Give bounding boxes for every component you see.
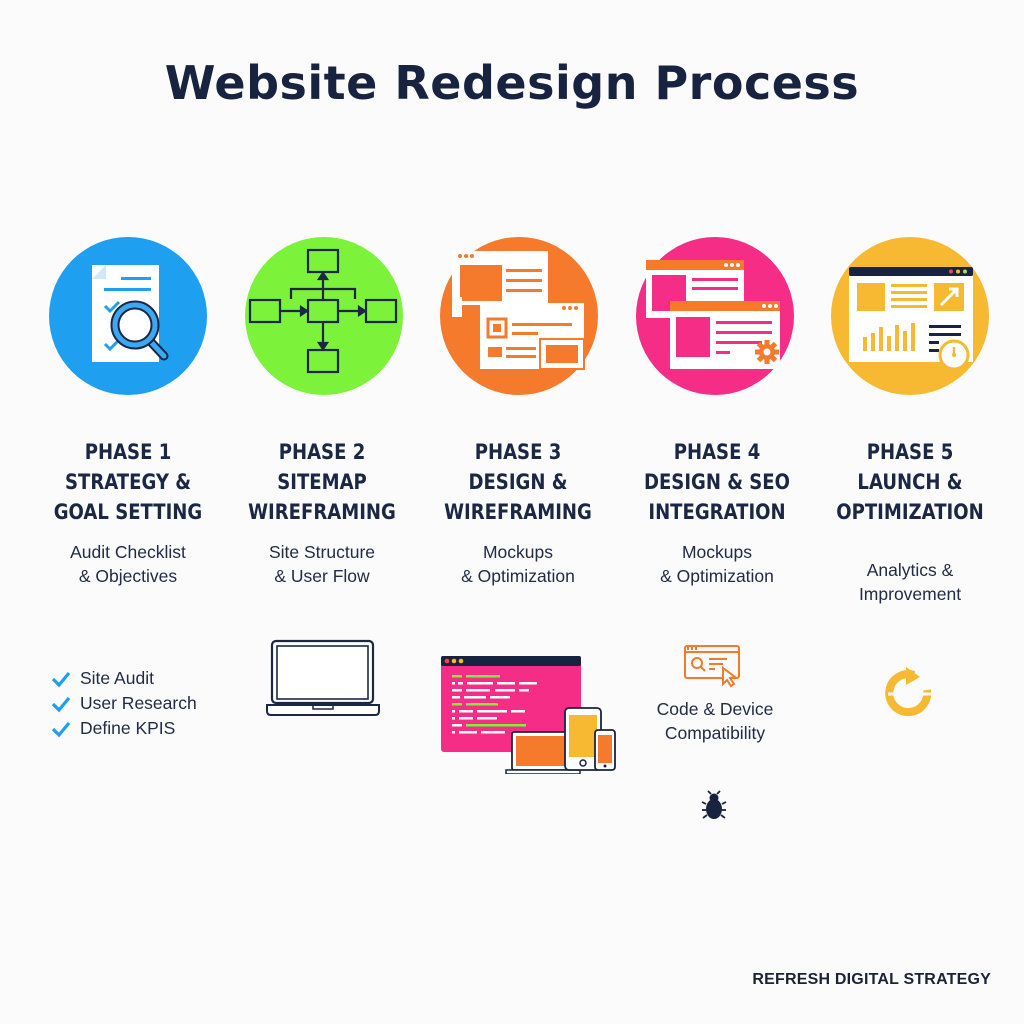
phase-2-subtitle: Site Structure & User Flow xyxy=(232,540,412,588)
checklist-label: Site Audit xyxy=(80,668,154,688)
subtitle-line: & Optimization xyxy=(461,566,575,586)
code-responsive-devices-icon xyxy=(441,656,616,774)
checklist-item: Site Audit xyxy=(50,666,197,691)
checkmark-icon xyxy=(51,721,71,737)
checklist-label: User Research xyxy=(80,693,197,713)
laptop-icon xyxy=(266,639,380,716)
browser-search-cursor-icon xyxy=(684,645,740,688)
checklist-item: User Research xyxy=(50,691,197,716)
phase-2-circle xyxy=(245,237,403,395)
page-title: Website Redesign Process xyxy=(164,56,860,110)
phase-title-line: SITEMAP xyxy=(277,470,367,494)
subtitle-line: & User Flow xyxy=(274,566,370,586)
subtitle-line: Mockups xyxy=(482,542,554,562)
subtitle-line: Audit Checklist xyxy=(70,542,186,562)
caption-line: Compatibility xyxy=(664,723,766,743)
layout-windows-icon xyxy=(452,251,585,370)
phase-title-line: WIREFRAMING xyxy=(444,500,592,524)
phase-number: PHASE 1 xyxy=(84,440,172,464)
document-search-icon xyxy=(92,265,169,362)
phase-number: PHASE 3 xyxy=(474,440,562,464)
phase-5-heading: PHASE 5 LAUNCH & OPTIMIZATION xyxy=(833,437,988,527)
phase-title-line: STRATEGY & xyxy=(64,470,192,494)
phase-3-subtitle: Mockups & Optimization xyxy=(428,540,608,588)
phase-number: PHASE 4 xyxy=(673,440,761,464)
analytics-dashboard-icon xyxy=(849,267,973,371)
phase-1-heading: PHASE 1 STRATEGY & GOAL SETTING xyxy=(51,437,206,527)
phase-number: PHASE 2 xyxy=(278,440,366,464)
phase-1-checklist: Site Audit User Research Define KPIS xyxy=(50,666,197,741)
phase-4-heading: PHASE 4 DESIGN & SEO INTEGRATION xyxy=(640,437,795,527)
phase-title-line: DESIGN & xyxy=(468,470,568,494)
checklist-label: Define KPIS xyxy=(80,718,176,738)
phase-title-line: DESIGN & SEO xyxy=(643,470,791,494)
subtitle-line: Improvement xyxy=(858,584,962,604)
compatibility-caption: Code & Device Compatibility xyxy=(640,697,790,745)
caption-line: Code & Device xyxy=(656,699,774,719)
phase-1-circle xyxy=(49,237,207,395)
subtitle-line: & Objectives xyxy=(78,566,178,586)
phase-title-line: LAUNCH & xyxy=(857,470,963,494)
phase-5-subtitle: Analytics & Improvement xyxy=(820,558,1000,606)
bug-icon xyxy=(701,790,727,819)
sitemap-flow-icon xyxy=(248,248,398,374)
subtitle-line: Analytics & xyxy=(866,560,954,580)
subtitle-line: Mockups xyxy=(681,542,753,562)
checkmark-icon xyxy=(51,696,71,712)
checkmark-icon xyxy=(51,671,71,687)
checklist-item: Define KPIS xyxy=(50,716,197,741)
subtitle-line: & Optimization xyxy=(660,566,774,586)
phase-1-subtitle: Audit Checklist & Objectives xyxy=(38,540,218,588)
phase-2-heading: PHASE 2 SITEMAP WIREFRAMING xyxy=(245,437,400,527)
phase-4-subtitle: Mockups & Optimization xyxy=(627,540,807,588)
phase-title-line: WIREFRAMING xyxy=(248,500,396,524)
browser-windows-gear-icon xyxy=(646,260,780,369)
phase-number: PHASE 5 xyxy=(866,440,954,464)
phase-5-circle xyxy=(831,237,989,395)
phase-title-line: OPTIMIZATION xyxy=(836,500,984,524)
phase-4-circle xyxy=(636,237,794,395)
footer-brand: REFRESH DIGITAL STRATEGY xyxy=(752,971,991,988)
phase-3-heading: PHASE 3 DESIGN & WIREFRAMING xyxy=(441,437,596,527)
phase-title-line: GOAL SETTING xyxy=(53,500,203,524)
refresh-cycle-icon xyxy=(885,667,932,717)
subtitle-line: Site Structure xyxy=(268,542,376,562)
phase-3-circle xyxy=(440,237,598,395)
phase-title-line: INTEGRATION xyxy=(648,500,786,524)
